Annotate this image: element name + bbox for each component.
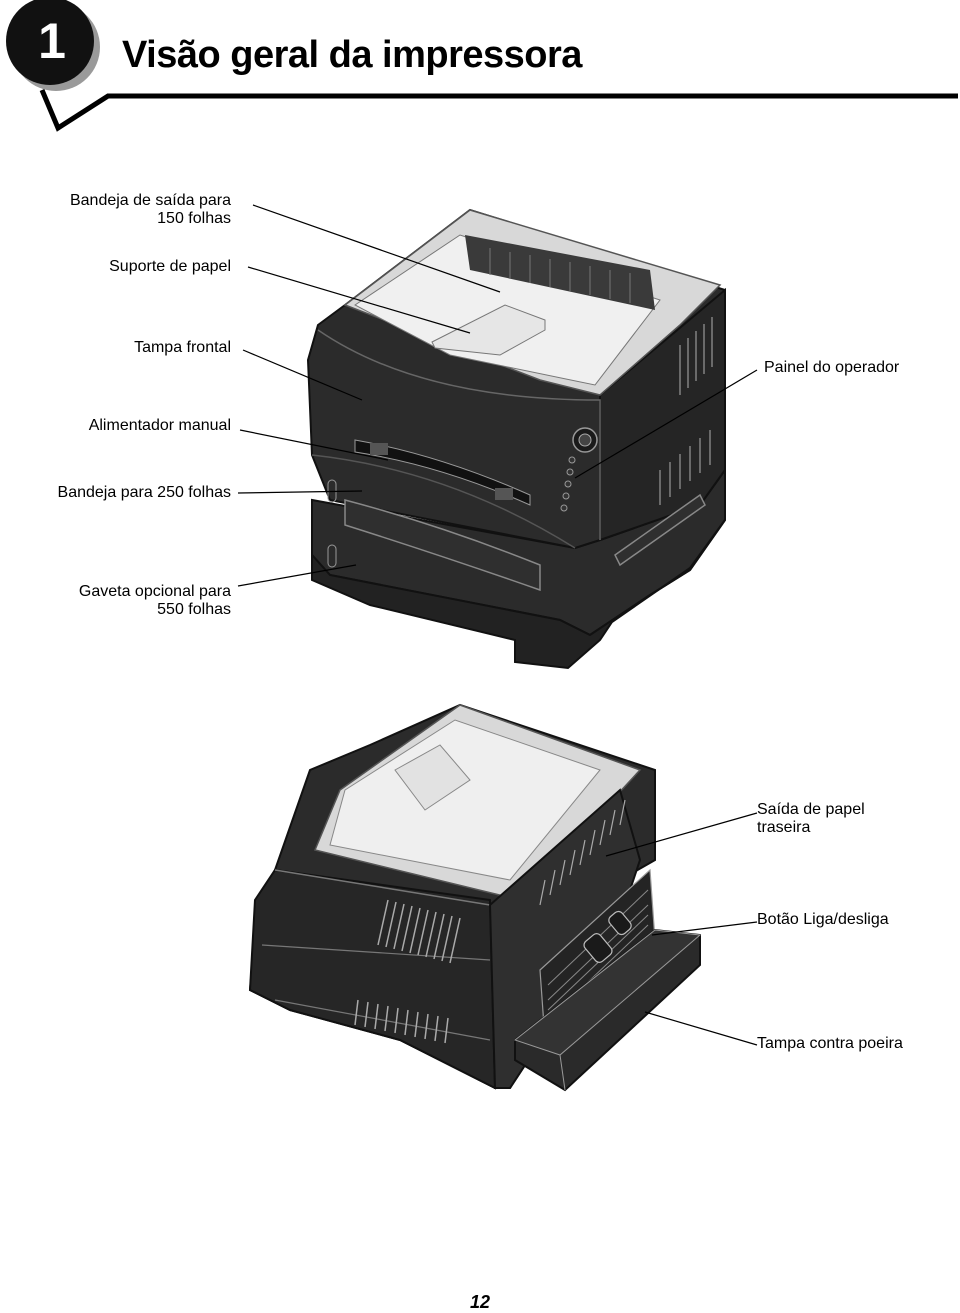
callout-drawer-550-line2: 550 folhas <box>157 601 231 618</box>
callout-rear-exit-line2: traseira <box>757 819 811 836</box>
callout-paper-support: Suporte de papel <box>109 258 231 275</box>
chapter-number: 1 <box>38 13 66 69</box>
callout-drawer-550-line1: Gaveta opcional para <box>78 583 231 600</box>
chapter-badge <box>6 0 958 132</box>
callout-drawer-550: Gaveta opcional para 550 folhas <box>20 583 231 619</box>
chapter-title: Visão geral da impressora <box>122 34 582 76</box>
callout-operator-panel: Painel do operador <box>764 359 900 376</box>
callout-rear-exit-line1: Saída de papel <box>757 801 865 818</box>
callout-output-bin-line1: Bandeja de saída para <box>69 192 231 209</box>
header-rule <box>39 89 958 132</box>
printer-rear-illustration <box>248 703 702 1092</box>
callout-output-bin: Bandeja de saída para 150 folhas <box>20 192 231 228</box>
printer-front-illustration <box>306 208 726 670</box>
page-number: 12 <box>469 1292 491 1312</box>
front-leader-lines <box>237 204 758 587</box>
callout-dust-cover: Tampa contra poeira <box>757 1035 903 1052</box>
callout-manual-feeder: Alimentador manual <box>88 417 231 434</box>
callout-front-cover: Tampa frontal <box>134 339 231 356</box>
rear-leader-lines <box>605 812 758 1046</box>
callout-rear-exit: Saída de papel traseira <box>757 801 865 837</box>
callout-output-bin-line2: 150 folhas <box>157 210 231 227</box>
callout-tray-250: Bandeja para 250 folhas <box>57 484 231 501</box>
callout-power-switch: Botão Liga/desliga <box>757 911 889 928</box>
